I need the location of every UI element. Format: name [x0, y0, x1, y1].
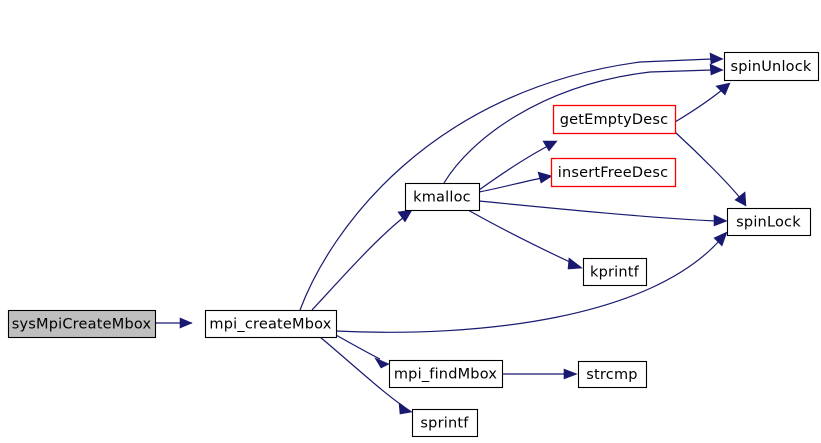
node-box[interactable]: [7, 309, 157, 339]
node-box[interactable]: [550, 157, 677, 188]
node-label: strcmp: [586, 367, 637, 383]
arrowhead-icon: [179, 317, 193, 329]
arrowhead-icon: [709, 63, 724, 76]
edge-line: [478, 200, 717, 222]
node-label: sprintf: [420, 416, 469, 432]
edge-sysMpiCreateMbox-to-mpi_createMbox: [155, 317, 193, 329]
edge-line: [299, 58, 713, 311]
node-label: getEmptyDesc: [560, 112, 669, 128]
arrowhead-icon: [398, 402, 413, 415]
edge-kmalloc-to-insertFreeDesc: [478, 171, 553, 193]
node-layer: sysMpiCreateMbox mpi_createMbox kmalloc get…: [7, 51, 820, 438]
edge-line: [478, 177, 543, 193]
arrowhead-icon: [734, 191, 747, 207]
edge-line: [335, 239, 721, 333]
node-spinUnlock[interactable]: spinUnlock: [723, 51, 820, 82]
edge-kmalloc-to-spinLock: [478, 200, 728, 227]
edge-kmalloc-to-spinUnlock: [443, 63, 724, 184]
arrowhead-icon: [715, 82, 731, 96]
edge-getEmptyDesc-to-spinUnlock: [674, 82, 731, 123]
edge-line: [319, 336, 404, 407]
arrowhead-icon: [537, 171, 553, 184]
node-box[interactable]: [404, 182, 481, 212]
edge-line: [311, 216, 405, 311]
node-mpi_findMbox[interactable]: mpi_findMbox: [388, 359, 504, 389]
node-box[interactable]: [552, 104, 677, 135]
edge-mpi_createMbox-to-kmalloc: [311, 209, 413, 311]
node-strcmp[interactable]: strcmp: [577, 360, 648, 389]
node-box[interactable]: [411, 408, 479, 438]
node-box[interactable]: [723, 51, 820, 82]
arrowhead-icon: [567, 257, 583, 270]
edge-line: [674, 131, 741, 199]
edge-mpi_findMbox-to-strcmp: [502, 368, 578, 380]
node-box[interactable]: [582, 257, 648, 287]
edge-layer: [155, 52, 747, 415]
node-insertFreeDesc[interactable]: insertFreeDesc: [550, 157, 677, 188]
node-kmalloc[interactable]: kmalloc: [404, 182, 481, 212]
node-label: mpi_findMbox: [394, 367, 497, 383]
edge-line: [674, 89, 723, 123]
edge-kmalloc-to-kprintf: [467, 209, 583, 270]
arrowhead-icon: [374, 357, 390, 369]
node-kprintf[interactable]: kprintf: [582, 257, 648, 287]
edge-mpi_createMbox-to-sprintf: [319, 336, 413, 415]
node-box[interactable]: [388, 359, 504, 389]
edge-getEmptyDesc-to-spinLock: [674, 131, 747, 207]
node-label: sysMpiCreateMbox: [12, 317, 152, 333]
node-sysMpiCreateMbox[interactable]: sysMpiCreateMbox: [7, 309, 157, 339]
edge-line: [467, 209, 573, 264]
edge-line: [335, 334, 381, 360]
edge-line: [478, 145, 549, 191]
node-sprintf[interactable]: sprintf: [411, 408, 479, 438]
edge-line: [443, 69, 713, 184]
arrowhead-icon: [709, 52, 724, 65]
edge-mpi_createMbox-to-spinUnlock: [299, 52, 724, 311]
node-label: spinUnlock: [730, 59, 811, 75]
edge-kmalloc-to-getEmptyDesc: [478, 140, 558, 191]
arrowhead-icon: [563, 368, 578, 380]
arrowhead-icon: [713, 231, 728, 247]
edge-mpi_createMbox-to-mpi_findMbox: [335, 334, 390, 369]
node-label: mpi_createMbox: [209, 317, 331, 333]
node-spinLock[interactable]: spinLock: [726, 207, 812, 237]
node-label: kmalloc: [413, 190, 471, 206]
node-label: spinLock: [736, 215, 801, 231]
node-label: kprintf: [590, 265, 640, 281]
edge-mpi_createMbox-to-spinLock: [335, 231, 728, 333]
node-box[interactable]: [577, 360, 648, 389]
node-box[interactable]: [726, 207, 812, 237]
node-box[interactable]: [204, 309, 338, 339]
arrowhead-icon: [713, 214, 728, 227]
arrowhead-icon: [542, 140, 558, 152]
node-getEmptyDesc[interactable]: getEmptyDesc: [552, 104, 677, 135]
node-mpi_createMbox[interactable]: mpi_createMbox: [204, 309, 338, 339]
node-label: insertFreeDesc: [558, 165, 669, 181]
